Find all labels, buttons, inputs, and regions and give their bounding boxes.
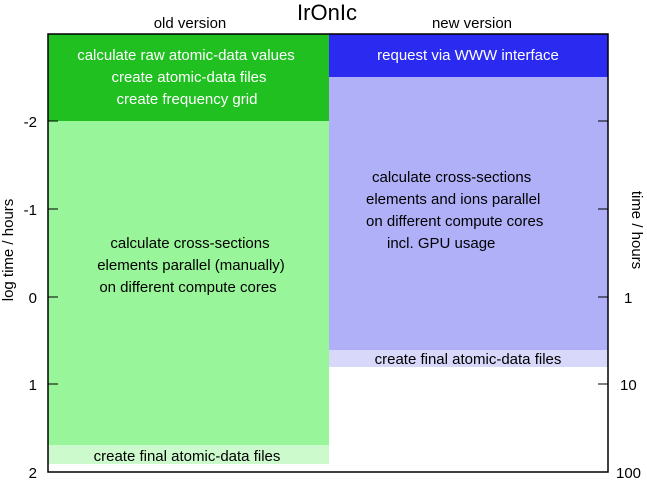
left-ticks [48,120,58,385]
old-final-text: create final atomic-data files [94,448,281,465]
old-cross-section-text: calculate cross-sections elements parall… [97,235,285,296]
right-tick-label: 100 [616,465,641,482]
new-cross-section-text: calculate cross-sections elements and io… [366,169,543,252]
new-request-block [329,34,608,77]
right-axis-label: time / hours [628,191,645,269]
right-ticks [598,120,608,385]
old-version-header: old version [154,15,227,32]
new-request-text: request via WWW interface [377,47,559,64]
block-text-line: calculate cross-sections [110,235,269,252]
left-tick-label: 1 [29,377,37,394]
old-setup-text: calculate raw atomic-data values create … [77,47,295,108]
left-tick-label: 0 [29,290,37,307]
block-text-line: create frequency grid [117,91,258,108]
block-text-line: elements parallel (manually) [97,257,285,274]
plot-frame [47,33,609,473]
right-tick-label: 1 [624,290,632,307]
old-final-block [48,445,329,464]
block-text-line: incl. GPU usage [387,235,495,252]
block-text-line: elements and ions parallel [366,191,540,208]
block-text-line: create atomic-data files [111,69,266,86]
left-axis-label: log time / hours [0,199,17,302]
old-setup-block [48,34,329,121]
block-text-line: on different compute cores [99,279,276,296]
left-tick-label: 2 [29,465,37,482]
block-text-line: create final atomic-data files [375,351,562,368]
block-text-line: calculate cross-sections [372,169,531,186]
block-text-line: calculate raw atomic-data values [77,47,295,64]
new-final-text: create final atomic-data files [375,351,562,368]
diagram-title: IrOnIc [297,0,357,25]
old-cross-section-block [48,121,329,445]
block-text-line: create final atomic-data files [94,448,281,465]
block-text-line: request via WWW interface [377,47,559,64]
new-version-header: new version [432,15,512,32]
left-tick-label: -2 [24,114,37,131]
right-tick-label: 10 [620,377,637,394]
new-final-block [329,350,608,367]
left-tick-label: -1 [24,202,37,219]
new-cross-section-block [329,77,608,350]
block-text-line: on different compute cores [366,213,543,230]
